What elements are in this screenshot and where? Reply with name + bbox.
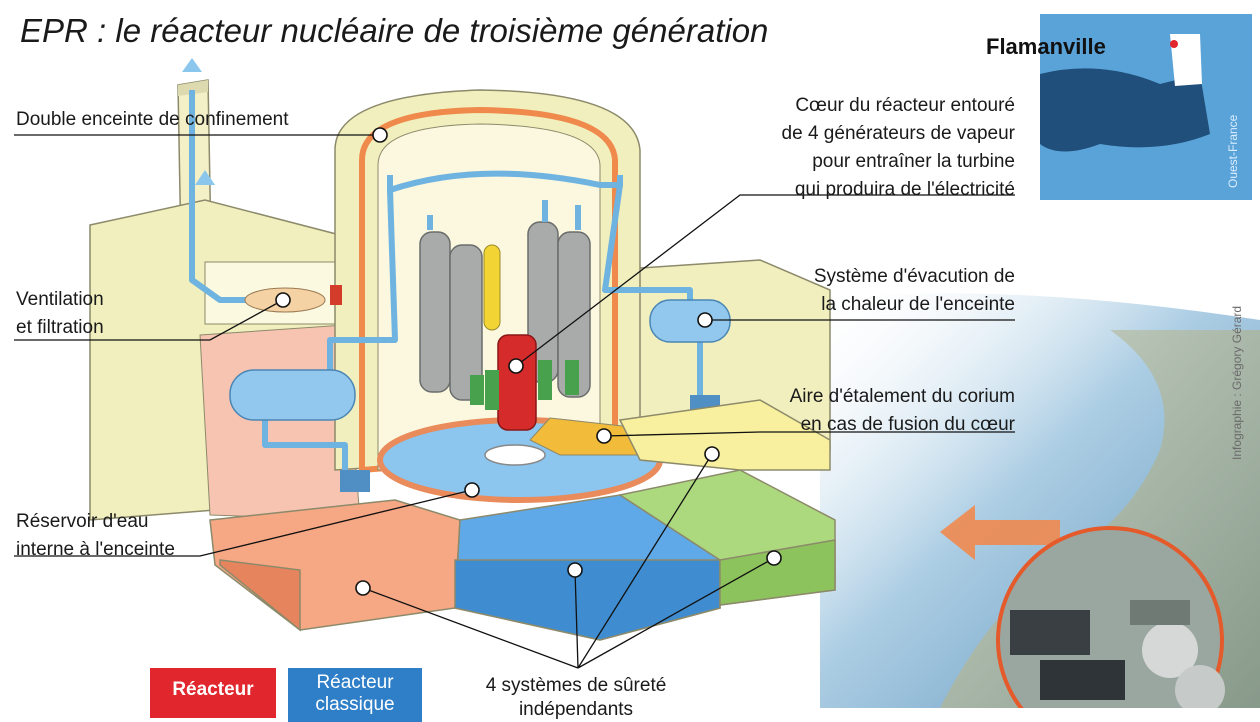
map-graphic <box>1040 34 1210 152</box>
orange-arrow <box>940 505 1060 560</box>
legend-reacteur: Réacteur <box>150 668 276 718</box>
water-tank-left <box>229 369 356 421</box>
zone-yellow <box>618 399 831 471</box>
map-inset <box>1040 14 1252 200</box>
label-evacuation: Système d'évacution de la chaleur de l'e… <box>813 266 1015 315</box>
legend-reacteur-classique: Réacteur classique <box>288 668 422 722</box>
callout-dots <box>275 127 782 596</box>
pipes <box>189 90 703 475</box>
plant-photo <box>996 526 1225 708</box>
page-title: EPR : le réacteur nucléaire de troisième… <box>20 12 769 49</box>
label-coeur: Cœur du réacteur entouré de 4 générateur… <box>781 95 1015 200</box>
label-reservoir: Réservoir d'eau interne à l'enceinte <box>16 511 175 560</box>
air-arrows <box>182 58 215 185</box>
label-confinement: Double enceinte de confinement <box>16 109 289 130</box>
label-ventilation: Ventilation et filtration <box>16 289 104 338</box>
leader-lines <box>14 134 1015 669</box>
safety-zones <box>209 399 836 641</box>
heat-exchanger-right <box>649 299 731 343</box>
containment-inner <box>359 106 618 474</box>
label-corium: Aire d'étalement du corium en cas de fus… <box>789 386 1015 435</box>
map-source: Ouest-France <box>1226 114 1240 188</box>
map-place-name: Flamanville <box>986 34 1106 59</box>
label-surete: 4 systèmes de sûreté indépendants <box>485 675 667 720</box>
infographic-credit: Infographie : Grégory Gérard <box>1230 305 1244 460</box>
